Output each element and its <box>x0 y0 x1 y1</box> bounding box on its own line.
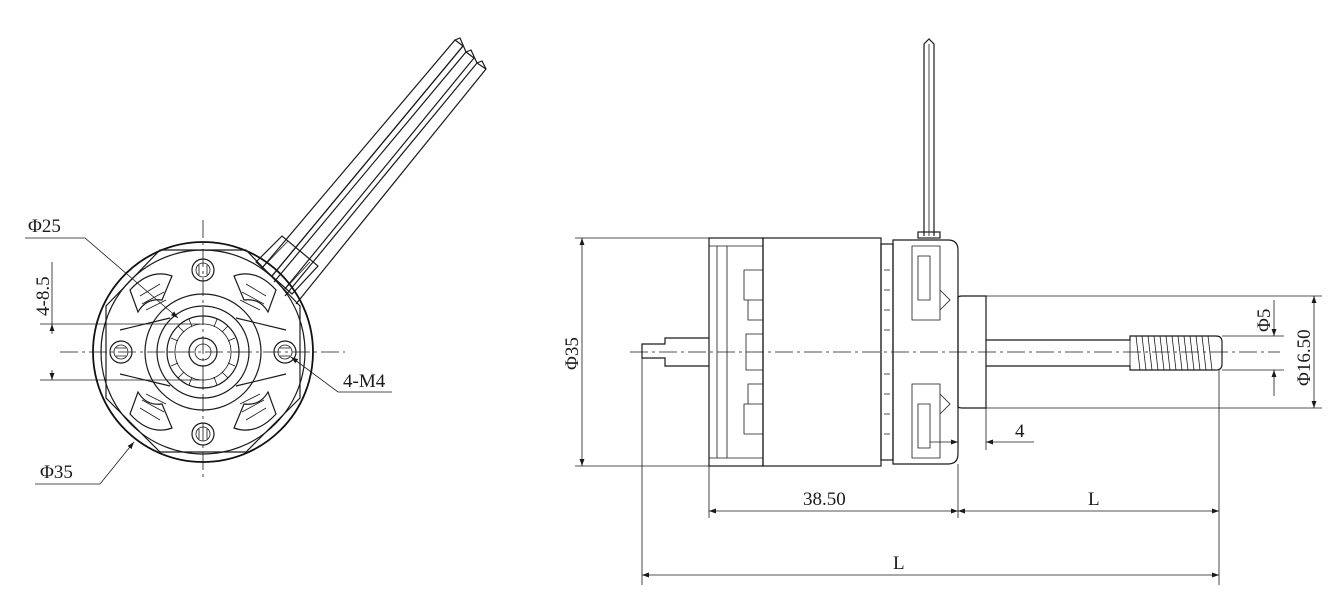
side-dim-dia16: Φ16.50 <box>986 295 1322 409</box>
front-lead-wires <box>255 37 487 305</box>
side-dim-dia5: Φ5 <box>1222 300 1284 396</box>
front-dim-dia35: Φ35 <box>35 441 135 485</box>
front-dia35-label: Φ35 <box>40 462 73 483</box>
side-dim-38-50: 38.50 <box>708 464 959 518</box>
side-shaft-thread <box>1135 335 1213 371</box>
side-view: Φ35 Φ5 Φ16.50 4 <box>562 38 1322 585</box>
side-output-shaft <box>986 335 1223 371</box>
front-dim-hole-spacing: 4-8.5 <box>33 262 200 381</box>
front-dia25-label: Φ25 <box>28 216 61 237</box>
front-thread-label: 4-M4 <box>343 371 386 392</box>
side-lead-wire <box>917 38 941 239</box>
side-dim-L-total-label: L <box>893 553 905 574</box>
side-dim-L-shaft: L <box>958 370 1220 585</box>
side-dia16-label: Φ16.50 <box>1294 329 1315 386</box>
side-rear-shaft <box>641 337 709 367</box>
front-view: Φ25 4-8.5 4-M4 Φ35 <box>25 37 487 485</box>
side-dim4-label: 4 <box>1015 421 1025 442</box>
side-dia5-label: Φ5 <box>1254 309 1275 332</box>
front-dim-thread: 4-M4 <box>290 356 392 393</box>
side-dim-4: 4 <box>930 408 1034 450</box>
front-vents <box>129 273 277 431</box>
front-dim-dia25: Φ25 <box>25 216 179 319</box>
side-front-mount <box>892 239 959 465</box>
side-dim-38-50-label: 38.50 <box>803 489 846 510</box>
front-mount-flange <box>105 249 301 453</box>
side-dia35-label: Φ35 <box>562 337 583 370</box>
side-dim-L-shaft-label: L <box>1088 489 1100 510</box>
side-dim-L-total: L <box>641 358 1219 585</box>
front-hole-spacing-label: 4-8.5 <box>33 276 54 316</box>
